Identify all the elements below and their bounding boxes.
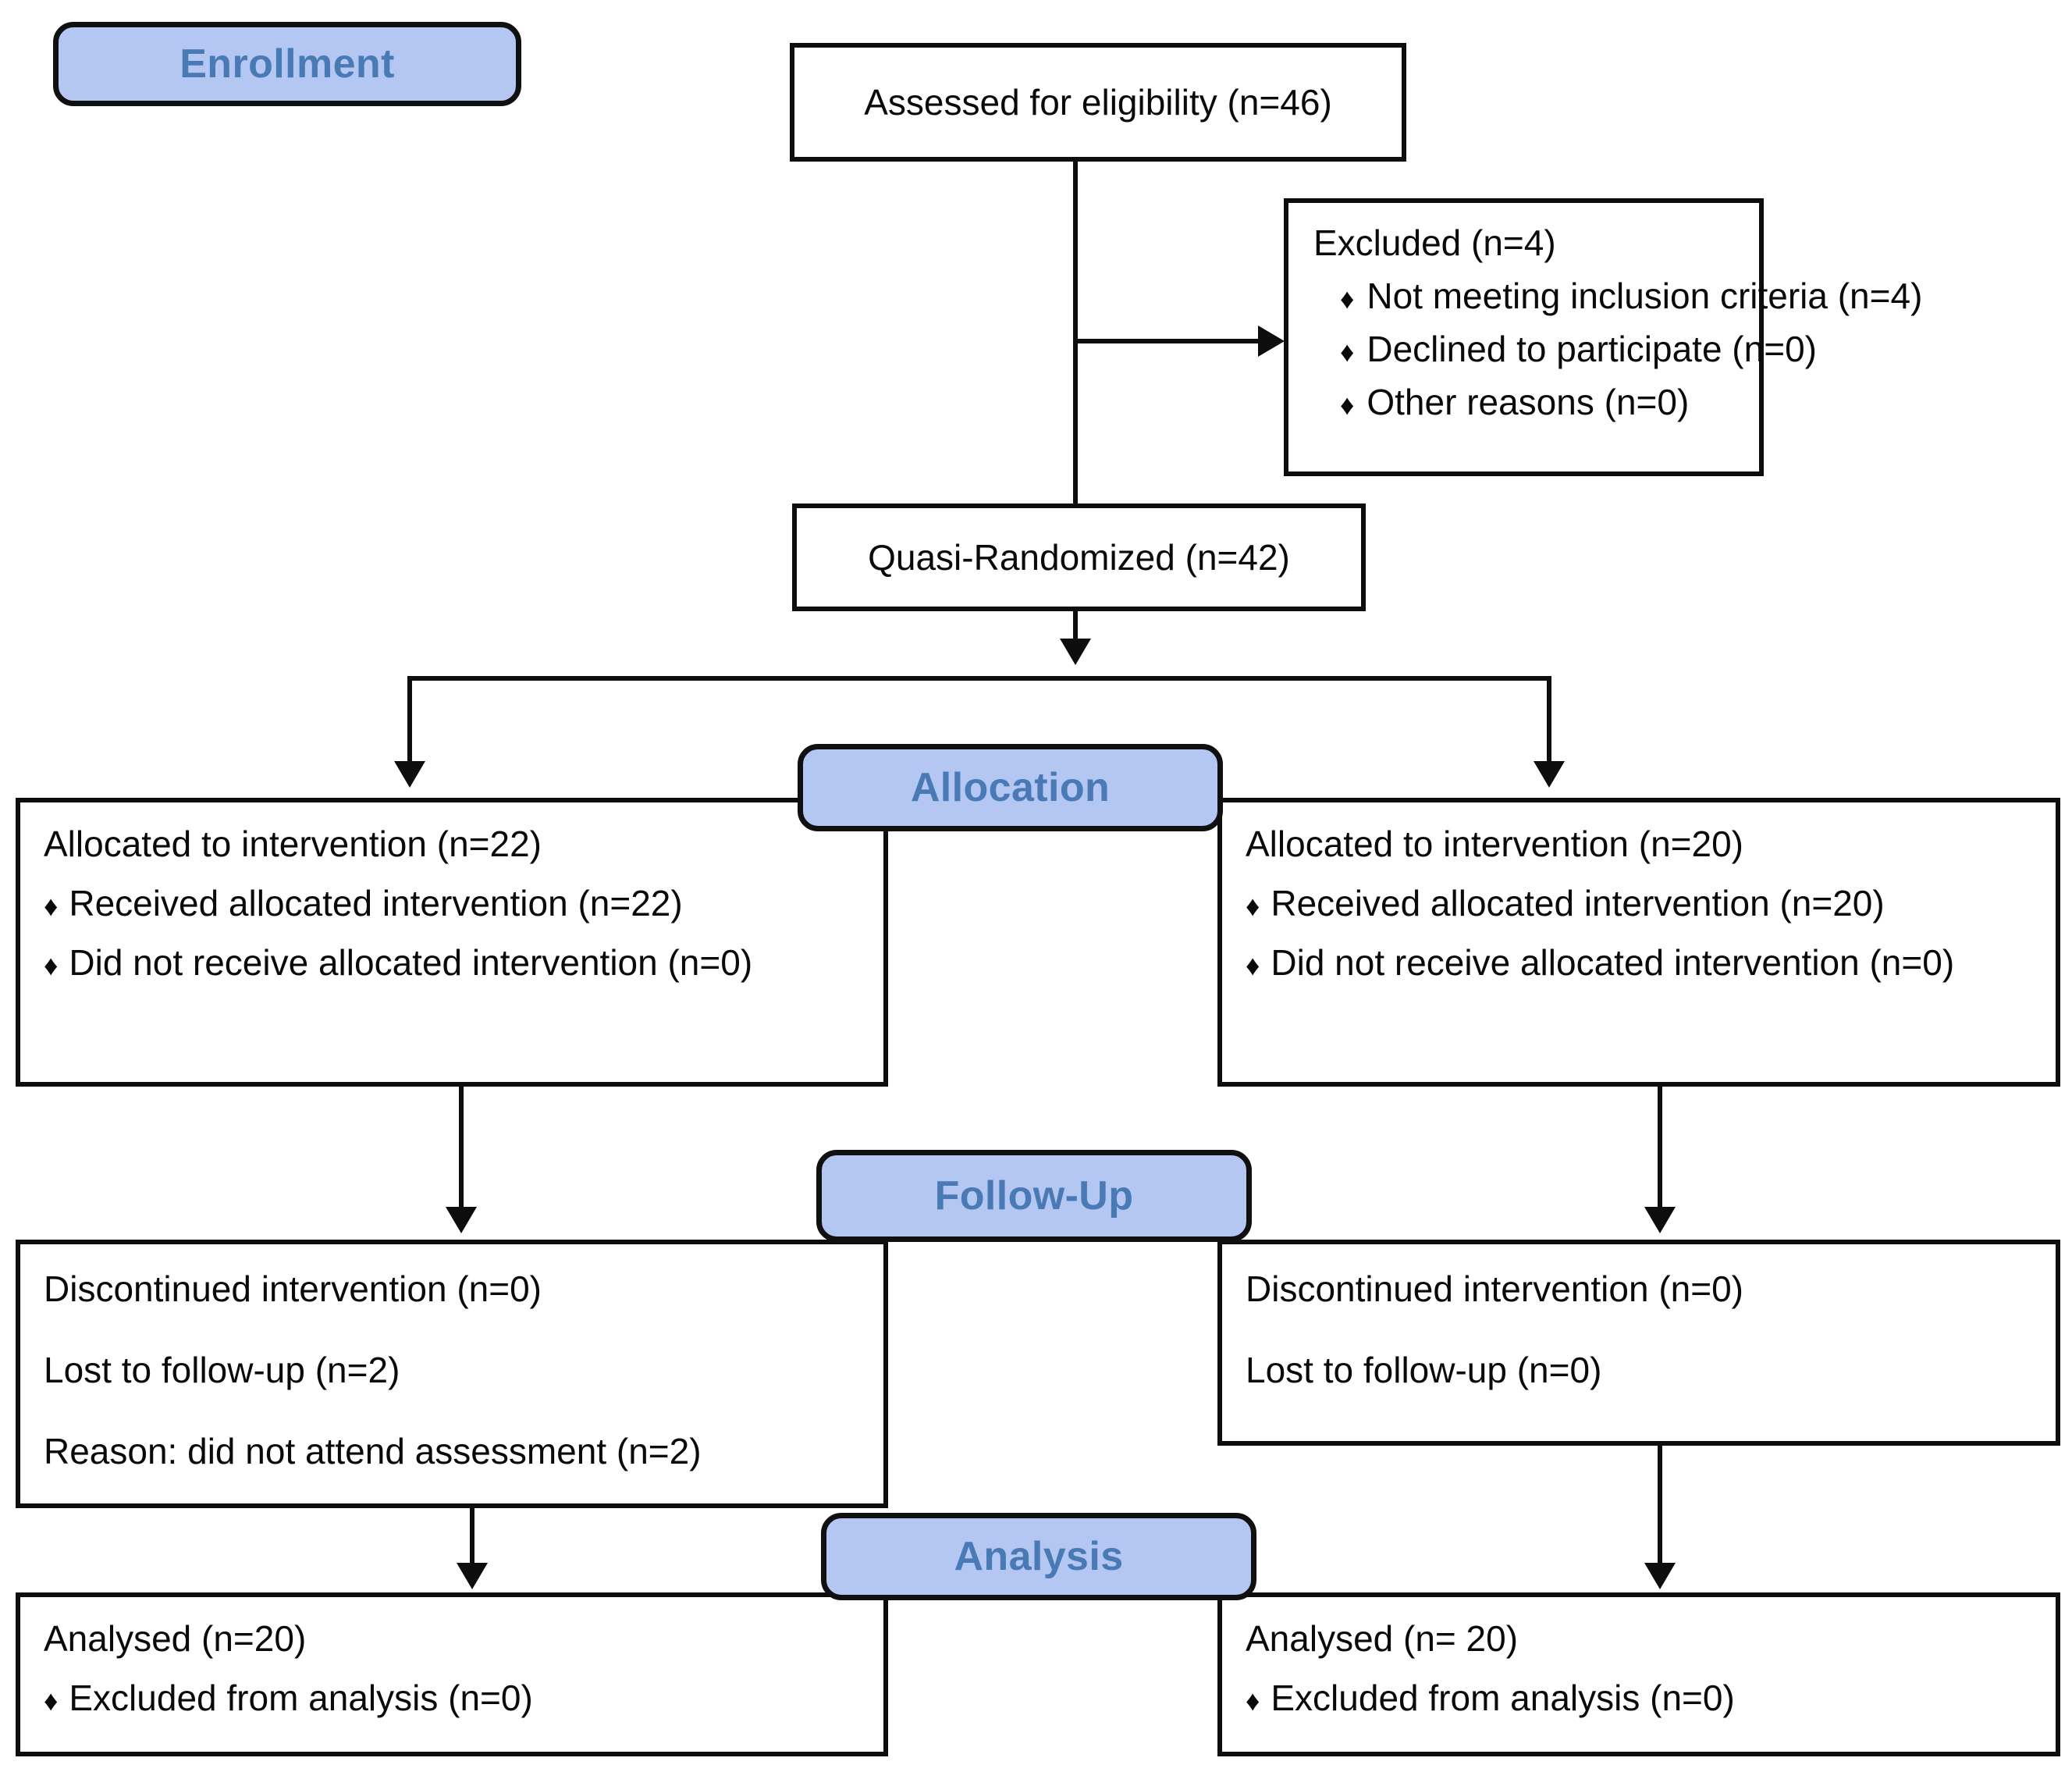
box-quasi-randomized: Quasi-Randomized (n=42) — [792, 503, 1366, 611]
excluded-reason-text: Other reasons (n=0) — [1367, 382, 1690, 422]
arrowhead-to-allocation-right — [1534, 761, 1565, 788]
connector-split-bar — [407, 676, 1551, 681]
stage-pill-allocation: Allocation — [798, 744, 1223, 831]
stage-pill-enrollment-label: Enrollment — [179, 41, 395, 87]
excluded-reason-item: ♦ Not meeting inclusion criteria (n=4) — [1313, 278, 1922, 315]
excluded-heading: Excluded (n=4) — [1313, 222, 1556, 263]
allocation-left-item: ♦ Received allocated intervention (n=22) — [44, 885, 865, 921]
box-followup-left: Discontinued intervention (n=0) Lost to … — [16, 1240, 888, 1508]
connector-assessed-to-randomized — [1073, 162, 1078, 505]
analysis-left-item-text: Excluded from analysis (n=0) — [69, 1678, 533, 1718]
followup-right-line: Lost to follow-up (n=0) — [1246, 1350, 1602, 1390]
allocation-left-item-text: Received allocated intervention (n=22) — [69, 883, 683, 923]
excluded-reason-item: ♦ Declined to participate (n=0) — [1313, 331, 1817, 368]
followup-left-line: Discontinued intervention (n=0) — [44, 1269, 542, 1309]
diamond-bullet-icon: ♦ — [1246, 890, 1260, 922]
stage-pill-analysis-label: Analysis — [954, 1534, 1124, 1579]
connector-split-left — [407, 676, 412, 773]
excluded-reason-text: Not meeting inclusion criteria (n=4) — [1367, 276, 1923, 316]
arrowhead-to-allocation-left — [394, 761, 425, 788]
diamond-bullet-icon: ♦ — [1246, 1685, 1260, 1717]
analysis-right-item-text: Excluded from analysis (n=0) — [1271, 1678, 1735, 1718]
allocation-left-item: ♦ Did not receive allocated intervention… — [44, 945, 865, 980]
analysis-right-heading: Analysed (n= 20) — [1246, 1618, 1519, 1659]
excluded-reason-item: ♦ Other reasons (n=0) — [1313, 384, 1740, 420]
allocation-right-item-text: Did not receive allocated intervention (… — [1271, 942, 1955, 983]
stage-pill-follow-up-label: Follow-Up — [934, 1173, 1134, 1219]
arrowhead-to-excluded — [1258, 326, 1285, 357]
arrowhead-to-analysis-left — [457, 1563, 488, 1589]
box-allocation-left: Allocated to intervention (n=22) ♦ Recei… — [16, 798, 888, 1087]
box-analysis-left: Analysed (n=20) ♦ Excluded from analysis… — [16, 1592, 888, 1756]
arrowhead-to-analysis-right — [1644, 1563, 1676, 1589]
arrowhead-to-followup-left — [446, 1207, 477, 1233]
box-assessed-for-eligibility: Assessed for eligibility (n=46) — [790, 43, 1406, 162]
analysis-right-item: ♦ Excluded from analysis (n=0) — [1246, 1680, 2037, 1716]
allocation-right-item: ♦ Did not receive allocated intervention… — [1246, 945, 2037, 980]
stage-pill-analysis: Analysis — [821, 1513, 1256, 1600]
connector-randomized-stem — [1073, 611, 1078, 652]
quasi-randomized-text: Quasi-Randomized (n=42) — [868, 536, 1290, 578]
allocation-right-item: ♦ Received allocated intervention (n=20) — [1246, 885, 2037, 921]
allocation-left-item-text: Did not receive allocated intervention (… — [69, 942, 753, 983]
box-allocation-right: Allocated to intervention (n=20) ♦ Recei… — [1217, 798, 2060, 1087]
connector-split-right — [1547, 676, 1551, 773]
connector-allocation-to-followup-left — [459, 1087, 464, 1213]
diamond-bullet-icon: ♦ — [44, 949, 59, 981]
diamond-bullet-icon: ♦ — [1340, 283, 1355, 315]
allocation-left-heading: Allocated to intervention (n=22) — [44, 824, 542, 864]
analysis-left-item: ♦ Excluded from analysis (n=0) — [44, 1680, 865, 1716]
box-analysis-right: Analysed (n= 20) ♦ Excluded from analysi… — [1217, 1592, 2060, 1756]
excluded-reason-text: Declined to participate (n=0) — [1367, 329, 1817, 369]
analysis-left-heading: Analysed (n=20) — [44, 1618, 307, 1659]
stage-pill-enrollment: Enrollment — [53, 22, 521, 106]
followup-left-line: Lost to follow-up (n=2) — [44, 1350, 400, 1390]
connector-followup-to-analysis-left — [470, 1508, 474, 1569]
connector-allocation-to-followup-right — [1658, 1087, 1662, 1213]
arrowhead-randomized-split — [1060, 639, 1091, 665]
diamond-bullet-icon: ♦ — [44, 890, 59, 922]
connector-followup-to-analysis-right — [1658, 1446, 1662, 1569]
arrowhead-to-followup-right — [1644, 1207, 1676, 1233]
followup-right-line: Discontinued intervention (n=0) — [1246, 1269, 1743, 1309]
diamond-bullet-icon: ♦ — [44, 1685, 59, 1717]
stage-pill-allocation-label: Allocation — [910, 765, 1111, 810]
diamond-bullet-icon: ♦ — [1340, 389, 1355, 421]
stage-pill-follow-up: Follow-Up — [816, 1150, 1252, 1242]
allocation-right-heading: Allocated to intervention (n=20) — [1246, 824, 1744, 864]
connector-branch-to-excluded — [1073, 339, 1260, 343]
diamond-bullet-icon: ♦ — [1340, 336, 1355, 368]
assessed-for-eligibility-text: Assessed for eligibility (n=46) — [864, 81, 1332, 123]
box-followup-right: Discontinued intervention (n=0) Lost to … — [1217, 1240, 2060, 1446]
followup-left-line: Reason: did not attend assessment (n=2) — [44, 1431, 702, 1471]
allocation-right-item-text: Received allocated intervention (n=20) — [1271, 883, 1885, 923]
box-excluded: Excluded (n=4) ♦ Not meeting inclusion c… — [1284, 198, 1922, 476]
diamond-bullet-icon: ♦ — [1246, 949, 1260, 981]
